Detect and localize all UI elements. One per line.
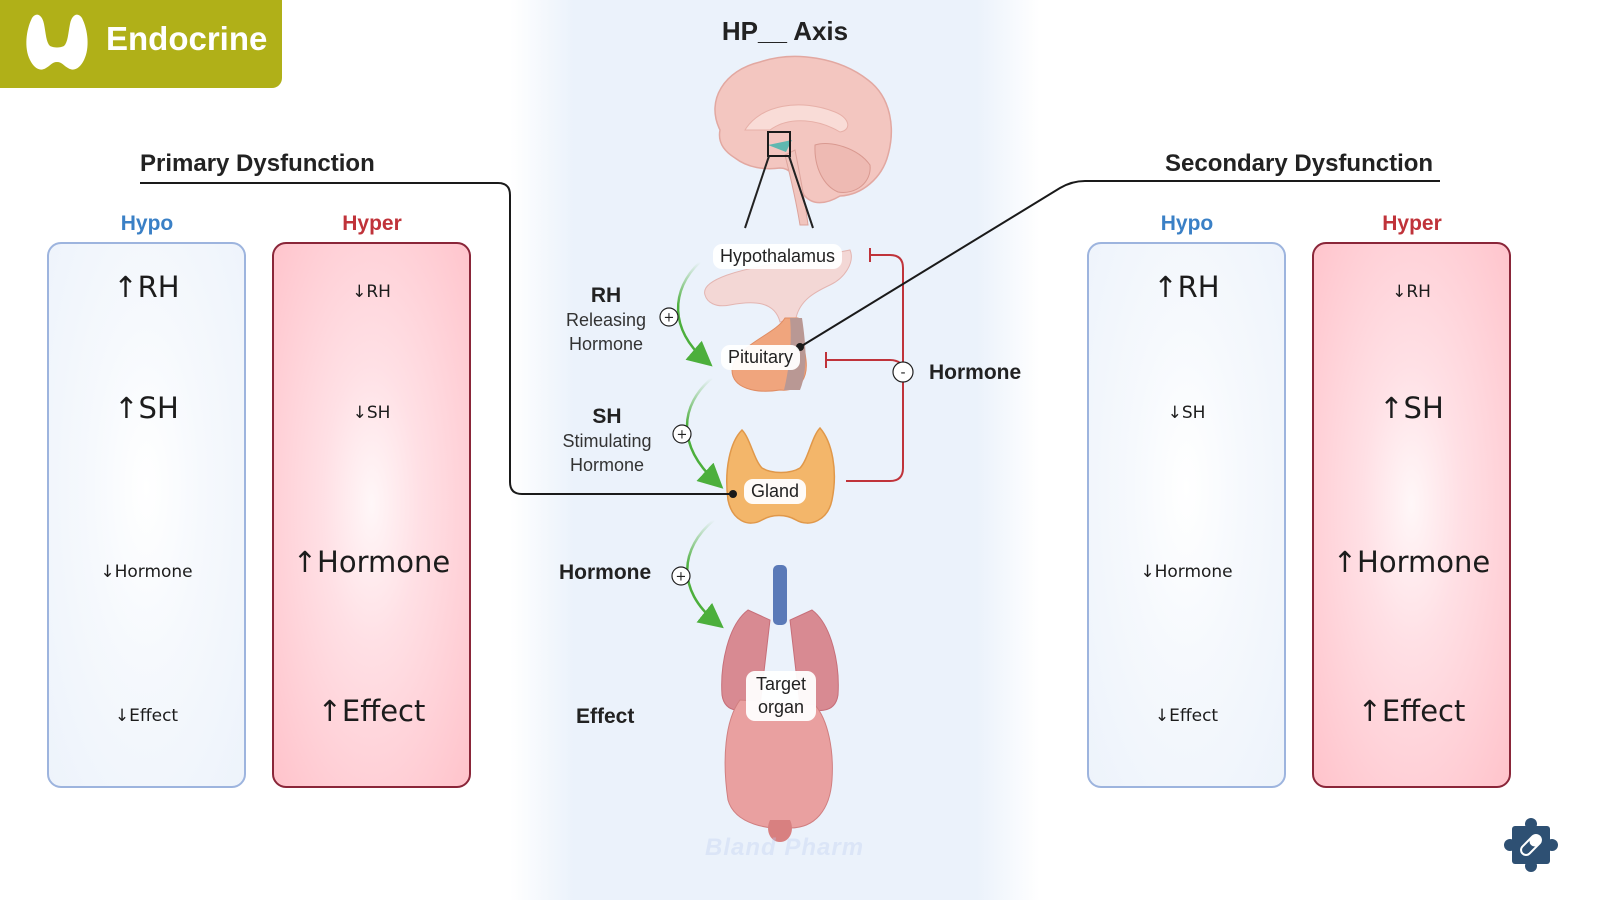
secondary-hyper-heading: Hyper (1382, 212, 1442, 235)
rh-stimulation-arrow (676, 261, 713, 367)
sh-abbr: SH (592, 405, 622, 428)
rh-line2: Hormone (568, 334, 644, 354)
svg-text:-: - (900, 365, 905, 381)
svg-text:+: + (676, 570, 687, 585)
rh-plus-icon: + (659, 307, 679, 327)
rh-abbr: RH (590, 284, 622, 307)
secondary-dysfunction-title: Secondary Dysfunction (1165, 150, 1434, 177)
endocrine-badge: Endocrine (0, 0, 282, 88)
secondary-hypo-rh: ↑RH (1153, 270, 1220, 304)
secondary-hypo-effect: ↓Effect (1154, 706, 1219, 726)
primary-connector-dot (729, 490, 737, 498)
pituitary-illustration (704, 249, 852, 392)
primary-hypo-effect: ↓Effect (114, 706, 179, 726)
secondary-hypo-card: ↑RH ↓SH ↓Hormone ↓Effect (1087, 242, 1286, 788)
sh-signal-label: SH Stimulating Hormone (547, 405, 667, 477)
primary-connector-line (140, 182, 733, 495)
primary-hyper-card: ↓RH ↓SH ↑Hormone ↑Effect (272, 242, 471, 788)
puzzle-pill-icon (1504, 818, 1558, 872)
primary-hypo-sh: ↑SH (114, 391, 179, 425)
effect-signal-label: Effect (576, 705, 635, 728)
secondary-connector-line (799, 180, 1440, 348)
primary-hyper-heading: Hyper (342, 212, 402, 235)
pituitary-label: Pituitary (721, 345, 801, 370)
secondary-hypo-heading: Hypo (1160, 212, 1214, 235)
primary-hypo-card: ↑RH ↑SH ↓Hormone ↓Effect (47, 242, 246, 788)
secondary-hypo-hormone: ↓Hormone (1140, 562, 1233, 582)
secondary-hyper-sh: ↑SH (1379, 391, 1444, 425)
watermark: Bland Pharm (705, 834, 865, 861)
sh-line1: Stimulating (562, 431, 652, 451)
primary-hypo-heading: Hypo (120, 212, 174, 235)
svg-text:+: + (664, 311, 675, 326)
sh-plus-icon: + (672, 424, 692, 444)
secondary-hyper-card: ↓RH ↑SH ↑Hormone ↑Effect (1312, 242, 1511, 788)
zoom-box (767, 131, 791, 157)
primary-hypo-hormone: ↓Hormone (100, 562, 193, 582)
secondary-hyper-rh: ↓RH (1392, 282, 1431, 302)
hormone-stimulation-arrow (686, 519, 724, 629)
secondary-hyper-hormone: ↑Hormone (1332, 545, 1491, 579)
hypothalamus-label: Hypothalamus (713, 244, 843, 269)
negative-feedback-loop (825, 248, 904, 482)
feedback-minus-icon: - (892, 361, 914, 383)
gland-label: Gland (744, 479, 807, 504)
primary-hyper-effect: ↑Effect (317, 694, 426, 728)
svg-text:+: + (677, 428, 688, 443)
rh-line1: Releasing (565, 310, 647, 330)
axis-title: HP__ Axis (721, 16, 849, 46)
hormone-signal-label: Hormone (559, 561, 652, 584)
secondary-hypo-sh: ↓SH (1167, 403, 1206, 423)
feedback-hormone-label: Hormone (929, 361, 1022, 384)
primary-dysfunction-title: Primary Dysfunction (140, 150, 375, 177)
sh-stimulation-arrow (685, 377, 724, 489)
secondary-hyper-effect: ↑Effect (1357, 694, 1466, 728)
sh-line2: Hormone (569, 455, 645, 475)
rh-signal-label: RH Releasing Hormone (546, 284, 666, 356)
brain-illustration (714, 55, 893, 229)
primary-hyper-sh: ↓SH (352, 403, 391, 423)
thyroid-icon (26, 14, 88, 70)
gland-illustration (726, 426, 836, 524)
badge-label: Endocrine (106, 20, 268, 57)
hormone-plus-icon: + (671, 566, 691, 586)
primary-hyper-rh: ↓RH (352, 282, 391, 302)
primary-hypo-rh: ↑RH (113, 270, 180, 304)
primary-hyper-hormone: ↑Hormone (292, 545, 451, 579)
target-organ-label: Target organ (746, 671, 816, 721)
